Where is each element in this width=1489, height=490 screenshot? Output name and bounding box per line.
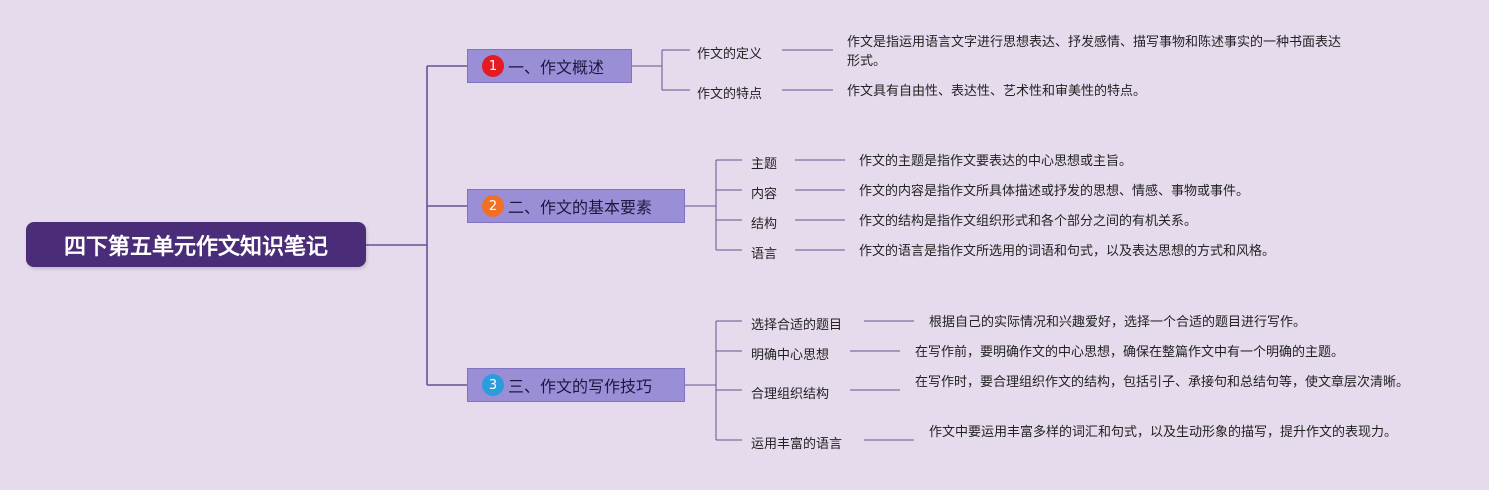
branch-node-3[interactable]: 3 三、作文的写作技巧 <box>467 368 685 402</box>
topic-choose-title[interactable]: 选择合适的题目 <box>751 318 843 333</box>
topic-language[interactable]: 语言 <box>751 247 778 262</box>
topic-theme[interactable]: 主题 <box>751 157 778 172</box>
desc-theme: 作文的主题是指作文要表达的中心思想或主旨。 <box>859 154 1133 169</box>
desc-choose-title: 根据自己的实际情况和兴趣爱好，选择一个合适的题目进行写作。 <box>929 315 1307 330</box>
desc-language: 作文的语言是指作文所选用的词语和句式，以及表达思想的方式和风格。 <box>859 244 1276 259</box>
topic-organize-structure[interactable]: 合理组织结构 <box>751 387 830 402</box>
desc-central-idea: 在写作前，要明确作文的中心思想，确保在整篇作文中有一个明确的主题。 <box>915 345 1345 360</box>
desc-structure: 作文的结构是指作文组织形式和各个部分之间的有机关系。 <box>859 214 1198 229</box>
desc-features: 作文具有自由性、表达性、艺术性和审美性的特点。 <box>847 84 1147 99</box>
topic-features[interactable]: 作文的特点 <box>697 87 763 102</box>
desc-content: 作文的内容是指作文所具体描述或抒发的思想、情感、事物或事件。 <box>859 184 1250 199</box>
desc-rich-language: 作文中要运用丰富多样的词汇和句式，以及生动形象的描写，提升作文的表现力。 <box>929 425 1398 440</box>
branch-node-1[interactable]: 1 一、作文概述 <box>467 49 632 83</box>
topic-content[interactable]: 内容 <box>751 187 778 202</box>
number-badge-1: 1 <box>482 55 504 77</box>
branch-title-2: 二、作文的基本要素 <box>508 198 653 217</box>
branch-node-2[interactable]: 2 二、作文的基本要素 <box>467 189 685 223</box>
number-badge-2: 2 <box>482 195 504 217</box>
number-badge-3: 3 <box>482 374 504 396</box>
topic-definition[interactable]: 作文的定义 <box>697 47 763 62</box>
topic-central-idea[interactable]: 明确中心思想 <box>751 348 830 363</box>
desc-definition: 作文是指运用语言文字进行思想表达、抒发感情、描写事物和陈述事实的一种书面表达形式… <box>847 35 1342 69</box>
branch-title-3: 三、作文的写作技巧 <box>508 377 653 396</box>
topic-rich-language[interactable]: 运用丰富的语言 <box>751 437 843 452</box>
branch-title-1: 一、作文概述 <box>508 58 605 77</box>
desc-organize-structure: 在写作时，要合理组织作文的结构，包括引子、承接句和总结句等，使文章层次清晰。 <box>915 375 1410 390</box>
root-node[interactable]: 四下第五单元作文知识笔记 <box>26 222 366 267</box>
root-title: 四下第五单元作文知识笔记 <box>63 234 328 260</box>
topic-structure[interactable]: 结构 <box>751 217 778 232</box>
